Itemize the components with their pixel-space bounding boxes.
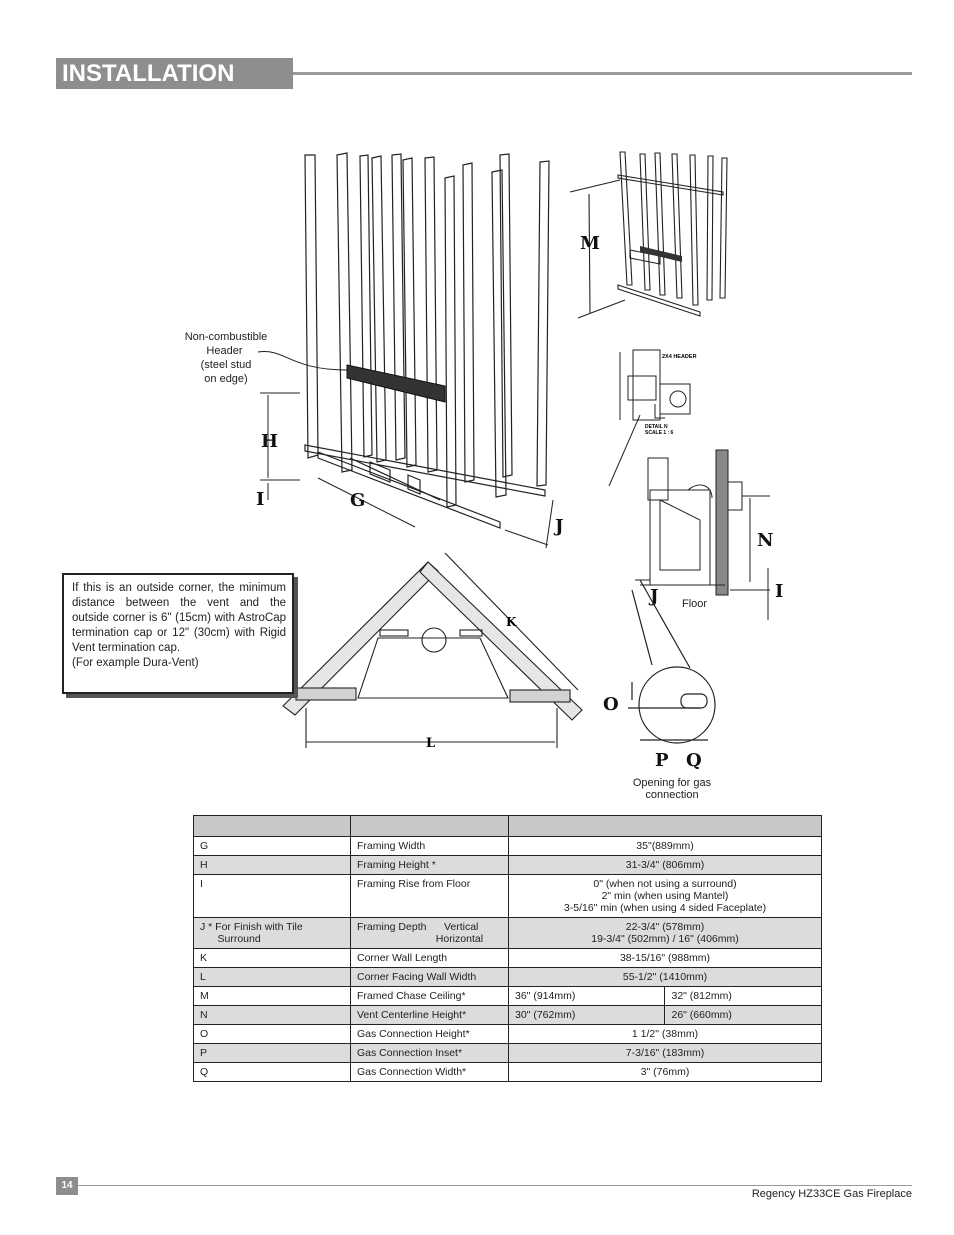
label-q: Q [686,750,702,771]
detail-scale: SCALE 1 : 6 [645,430,674,436]
row-desc: Corner Facing Wall Width [350,967,509,987]
row-key: N [193,1005,351,1025]
row-value-a: 36" (914mm) [507,986,666,1006]
row-value: 3" (76mm) [508,1062,822,1082]
row-desc: Framing Height * [350,855,509,875]
chase-header [640,246,682,262]
table-row: H Framing Height * 31-3/4" (806mm) [193,855,822,875]
row-value: 55-1/2" (1410mm) [508,967,822,987]
outside-corner-note: If this is an outside corner, the minimu… [62,573,294,694]
table-row: K Corner Wall Length 38-15/16" (988mm) [193,948,822,968]
label-i-side: I [775,581,783,602]
row-desc: Gas Connection Inset* [350,1043,509,1063]
table-row: I Framing Rise from Floor 0" (when not u… [193,874,822,918]
label-k: K [506,615,517,629]
table-header-row [193,815,822,837]
row-desc: Framed Chase Ceiling* [350,986,509,1006]
table-row: M Framed Chase Ceiling* 36" (914mm) 32" … [193,986,822,1006]
header-leader [257,351,348,371]
row-value: 1 1/2" (38mm) [508,1024,822,1044]
label-m: M [580,233,600,254]
detail-header-label: 2X4 HEADER [662,354,697,360]
row-key: Q [193,1062,351,1082]
row-value: 0" (when not using a surround) 2" min (w… [508,874,822,918]
label-o: O [603,694,619,715]
table-header-cell [350,815,509,837]
wall-framing-drawing [304,152,550,529]
row-key: I [193,874,351,918]
gas-opening-detail [628,579,716,744]
table-row: J * For Finish with Tile Surround Framin… [193,917,822,949]
row-desc: Gas Connection Height* [350,1024,509,1044]
page-number: 14 [56,1177,78,1195]
row-key: H [193,855,351,875]
footer-rule [78,1185,912,1186]
table-row: Q Gas Connection Width* 3" (76mm) [193,1062,822,1082]
table-row: N Vent Centerline Height* 30" (762mm) 26… [193,1005,822,1025]
row-desc: Framing Width [350,836,509,856]
label-j-side: J [648,586,659,607]
section-header-box: INSTALLATION [56,58,293,89]
row-value-b: 26" (660mm) [664,1005,822,1025]
floor-label: Floor [682,598,707,610]
row-key: P [193,1043,351,1063]
header-rule [293,72,912,75]
fireplace-side-section [608,414,770,620]
table-row: P Gas Connection Inset* 7-3/16" (183mm) [193,1043,822,1063]
table-header-cell [193,815,351,837]
row-desc: Gas Connection Width* [350,1062,509,1082]
row-key: K [193,948,351,968]
row-key: M [193,986,351,1006]
corner-top-view [282,552,583,748]
row-value: 31-3/4" (806mm) [508,855,822,875]
label-i: I [256,489,264,510]
label-p: P [655,750,669,771]
table-row: O Gas Connection Height* 1 1/2" (38mm) [193,1024,822,1044]
label-n: N [757,530,773,551]
row-desc: Vent Centerline Height* [350,1005,509,1025]
row-value: 7-3/16" (183mm) [508,1043,822,1063]
detail-n-drawing [619,349,691,421]
main-dimensions [260,392,554,549]
label-l: L [426,736,435,751]
framing-studs [304,152,550,508]
section-title: INSTALLATION [62,60,235,87]
row-key: L [193,967,351,987]
table-header-cell [508,815,822,837]
label-h: H [261,431,278,452]
row-value: 38-15/16" (988mm) [508,948,822,968]
label-g: G [350,490,365,511]
row-value: 22-3/4" (578mm) 19-3/4" (502mm) / 16" (4… [508,917,822,949]
row-value: 35"(889mm) [508,836,822,856]
label-j: J [553,516,564,537]
row-desc: Corner Wall Length [350,948,509,968]
row-key: J * For Finish with Tile Surround [193,917,351,949]
table-row: G Framing Width 35"(889mm) [193,836,822,856]
row-desc: Framing Rise from Floor [350,874,509,918]
row-value-a: 30" (762mm) [507,1005,666,1025]
detail-label: DETAIL N [645,424,668,430]
row-key: G [193,836,351,856]
row-desc: Framing Depth Vertical Horizontal [350,917,509,949]
row-value-b: 32" (812mm) [664,986,822,1006]
table-row: L Corner Facing Wall Width 55-1/2" (1410… [193,967,822,987]
chase-framing-drawing [569,151,728,319]
row-key: O [193,1024,351,1044]
footer-product: Regency HZ33CE Gas Fireplace [751,1188,912,1200]
steel-header [346,364,446,403]
framing-dimensions-table: G Framing Width 35"(889mm) H Framing Hei… [193,815,822,1082]
